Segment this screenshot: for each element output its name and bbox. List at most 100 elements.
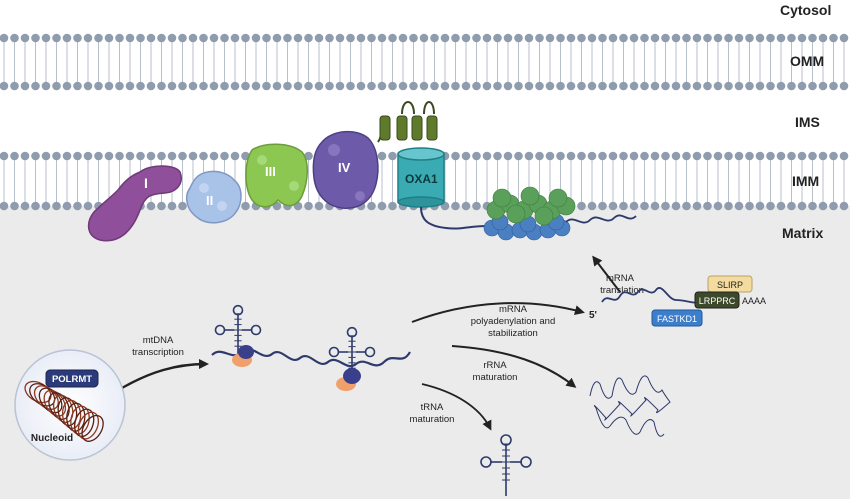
omm-lipid-head-bottom bbox=[587, 81, 597, 91]
omm-lipid-head-top bbox=[52, 33, 61, 43]
imm-lipid-head-top bbox=[545, 151, 555, 161]
imm-lipid-head-top bbox=[188, 151, 198, 161]
label-matrix: Matrix bbox=[782, 225, 823, 241]
omm-lipid-head-top bbox=[304, 33, 313, 43]
complex-iii: III bbox=[245, 143, 308, 208]
imm-lipid-head-top bbox=[629, 151, 639, 161]
polyadenylation-arrow bbox=[411, 302, 585, 323]
imm-lipid-head-top bbox=[209, 151, 219, 161]
imm-lipid-head-bottom bbox=[640, 201, 649, 211]
imm-lipid-head-top bbox=[797, 151, 807, 161]
imm-lipid-head-bottom bbox=[178, 201, 187, 211]
omm-lipid-head-top bbox=[493, 33, 502, 43]
imm-lipid-head-top bbox=[724, 151, 733, 161]
omm-lipid-head-top bbox=[367, 33, 376, 43]
matrix-region bbox=[0, 206, 850, 499]
omm-lipid-head-bottom bbox=[766, 81, 775, 91]
omm-lipid-head-bottom bbox=[797, 81, 807, 91]
omm-lipid-head-top bbox=[398, 33, 408, 43]
imm-lipid-head-bottom bbox=[829, 201, 838, 211]
omm-lipid-head-top bbox=[839, 33, 849, 43]
omm-lipid-head-bottom bbox=[251, 81, 261, 91]
transcription-label-2: transcription bbox=[132, 347, 184, 358]
lrpprc-label: LRPPRC bbox=[699, 296, 736, 306]
omm-lipid-head-top bbox=[745, 33, 754, 43]
imm-lipid-head-top bbox=[115, 151, 124, 161]
omm-lipid-head-bottom bbox=[0, 81, 9, 91]
rnase-complex-1 bbox=[232, 345, 254, 367]
omm-lipid-head-bottom bbox=[619, 81, 628, 91]
omm-lipid-head-top bbox=[241, 33, 250, 43]
imm-lipid-head-bottom bbox=[41, 201, 51, 211]
imm-lipid-head-top bbox=[0, 151, 9, 161]
omm-lipid-head-top bbox=[94, 33, 103, 43]
imm-lipid-head-bottom bbox=[304, 201, 313, 211]
omm-lipid-head-bottom bbox=[388, 81, 397, 91]
oxa1-helix-3 bbox=[411, 115, 423, 141]
omm-lipid-head-top bbox=[797, 33, 807, 43]
omm-lipid-head-bottom bbox=[703, 81, 712, 91]
imm-lipid-head-top bbox=[556, 151, 565, 161]
imm-lipid-head-bottom bbox=[241, 201, 250, 211]
omm-lipid-head-top bbox=[178, 33, 187, 43]
imm-lipid-head-top bbox=[587, 151, 597, 161]
omm-lipid-head-top bbox=[629, 33, 639, 43]
omm-lipid-head-top bbox=[587, 33, 597, 43]
omm-lipid-head-bottom bbox=[20, 81, 30, 91]
complex-i-label: I bbox=[144, 175, 148, 191]
polyadenylated-mrna bbox=[601, 287, 701, 304]
omm-lipid-head-top bbox=[251, 33, 261, 43]
omm-lipid-head-bottom bbox=[209, 81, 219, 91]
imm-lipid-head-top bbox=[52, 151, 61, 161]
omm-lipid-head-top bbox=[766, 33, 775, 43]
omm-lipid-head-bottom bbox=[577, 81, 586, 91]
oxa1-helix-2 bbox=[396, 115, 408, 141]
nascent-mrna-right bbox=[565, 214, 637, 224]
trna-arrow bbox=[421, 383, 492, 431]
imm-lipid-head-top bbox=[125, 151, 135, 161]
imm-lipid-head-bottom bbox=[451, 201, 460, 211]
omm-lipid-head-top bbox=[461, 33, 471, 43]
omm-lipid-head-top bbox=[73, 33, 82, 43]
omm-lipid-head-top bbox=[356, 33, 366, 43]
omm-lipid-head-top bbox=[451, 33, 460, 43]
omm-lipid-head-bottom bbox=[451, 81, 460, 91]
omm-lipid-head-bottom bbox=[199, 81, 208, 91]
oxa1-helix-4 bbox=[426, 115, 438, 141]
omm-lipid-head-top bbox=[734, 33, 744, 43]
complex-iii-label: III bbox=[265, 164, 276, 179]
omm-lipid-head-top bbox=[661, 33, 670, 43]
omm-lipid-head-bottom bbox=[178, 81, 187, 91]
omm-lipid-head-bottom bbox=[262, 81, 271, 91]
omm-lipid-head-bottom bbox=[10, 81, 19, 91]
imm-lipid-head-bottom bbox=[713, 201, 723, 211]
omm-lipid-head-bottom bbox=[335, 81, 345, 91]
omm-lipid-head-bottom bbox=[493, 81, 502, 91]
label-imm: IMM bbox=[792, 173, 819, 189]
polyadenylation-label-1: mRNA bbox=[499, 304, 528, 315]
omm-lipid-head-top bbox=[283, 33, 292, 43]
omm-lipid-head-bottom bbox=[556, 81, 565, 91]
imm-lipid-head-bottom bbox=[745, 201, 754, 211]
omm-lipid-head-bottom bbox=[188, 81, 198, 91]
omm-lipid-head-top bbox=[209, 33, 219, 43]
omm-lipid-head-top bbox=[167, 33, 177, 43]
omm-lipid-head-bottom bbox=[713, 81, 723, 91]
omm-lipid-head-bottom bbox=[94, 81, 103, 91]
imm-lipid-head-top bbox=[608, 151, 618, 161]
imm-lipid-head-bottom bbox=[73, 201, 82, 211]
omm-lipid-head-top bbox=[692, 33, 702, 43]
omm-lipid-head-bottom bbox=[41, 81, 51, 91]
omm-lipid-head-bottom bbox=[734, 81, 744, 91]
omm-lipid-head-bottom bbox=[167, 81, 177, 91]
complex-ii: II bbox=[185, 170, 242, 224]
omm-lipid-head-top bbox=[514, 33, 523, 43]
omm-lipid-head-bottom bbox=[724, 81, 733, 91]
omm-lipid-head-top bbox=[430, 33, 439, 43]
imm-lipid-head-top bbox=[62, 151, 72, 161]
omm-lipid-head-top bbox=[640, 33, 649, 43]
imm-lipid-head-top bbox=[503, 151, 513, 161]
omm-lipid-head-bottom bbox=[640, 81, 649, 91]
imm-lipid-head-top bbox=[104, 151, 114, 161]
